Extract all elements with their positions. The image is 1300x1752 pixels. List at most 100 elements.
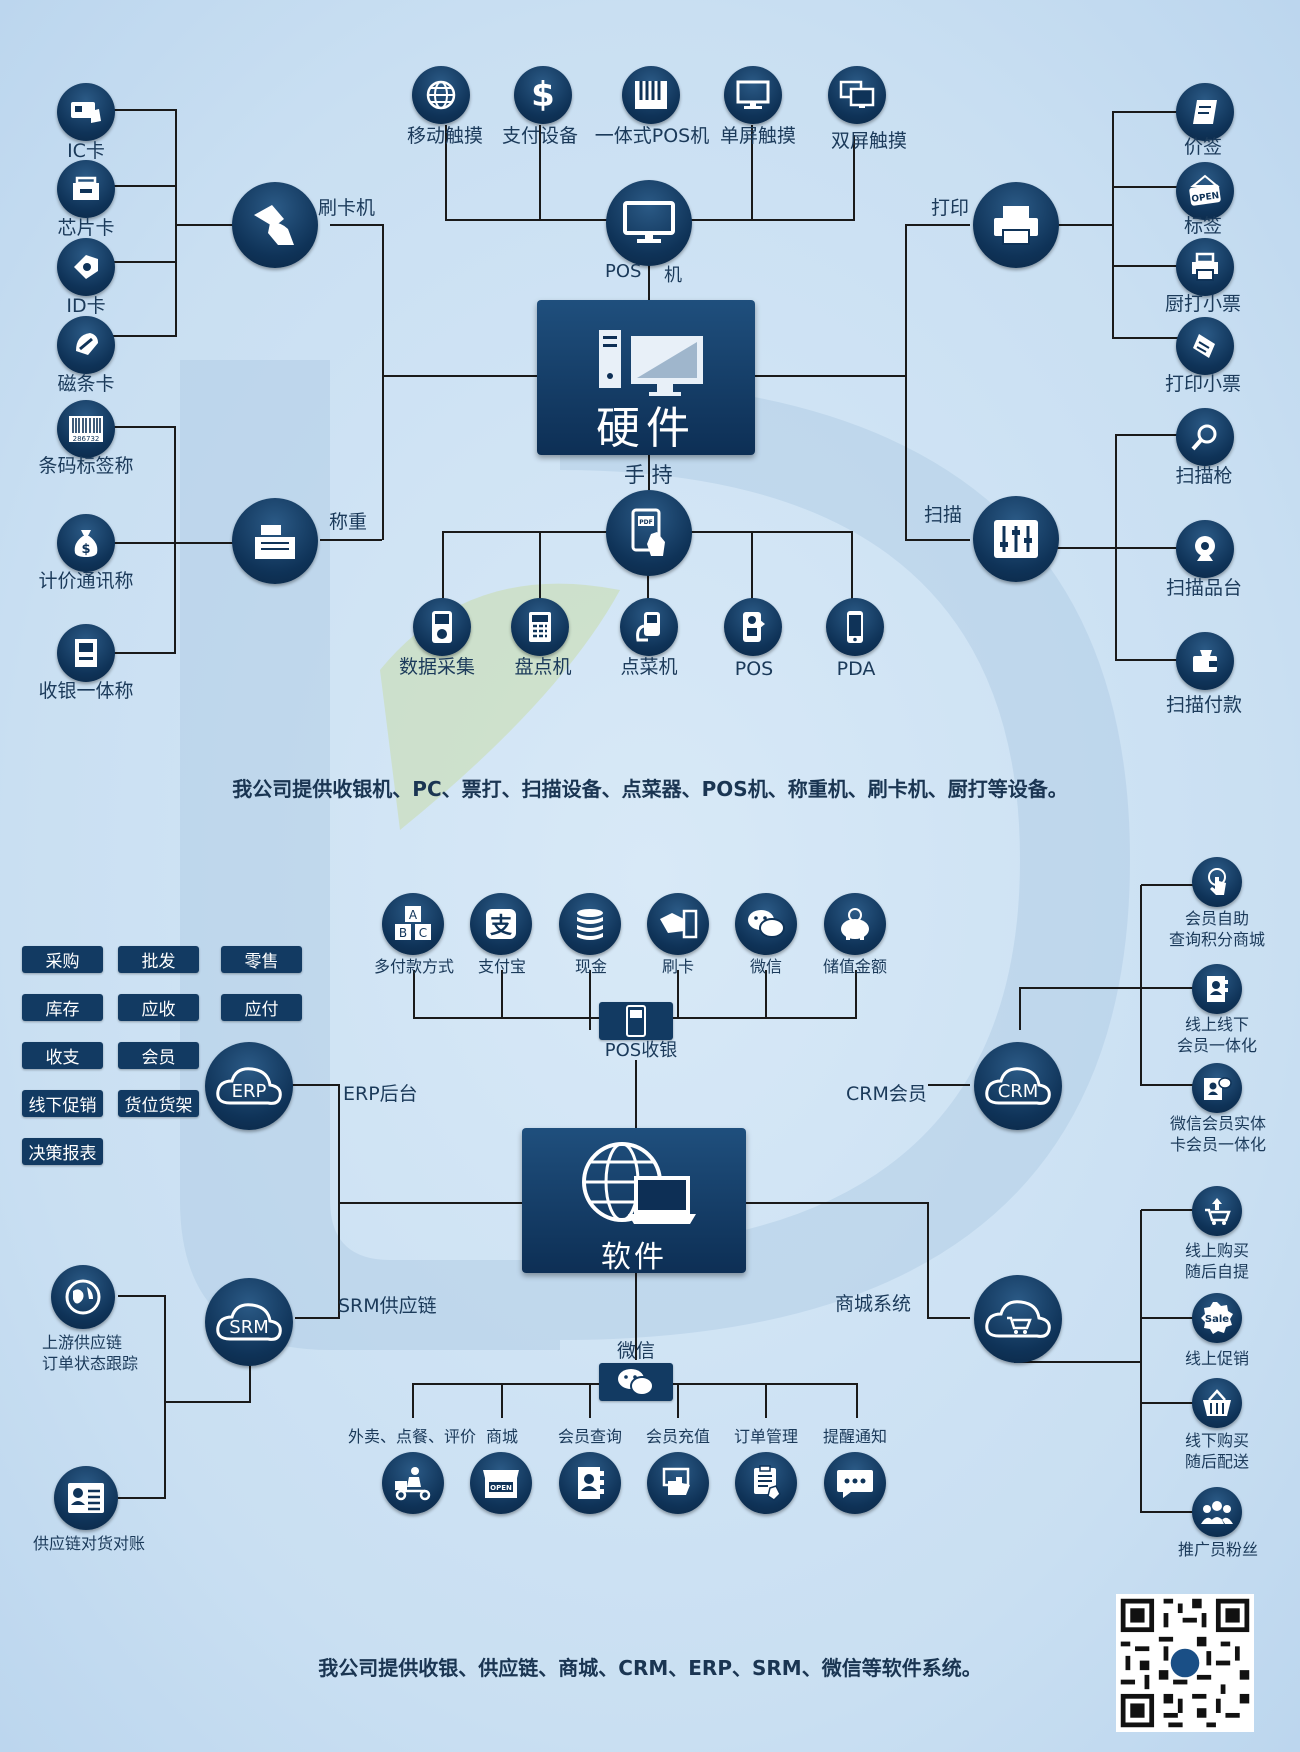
- payment-device-label: 支付设备: [501, 125, 579, 147]
- price-scale-label: 计价通讯称: [38, 570, 134, 592]
- globe-pin-icon: [65, 1279, 101, 1315]
- member-self-service-label-1: 会员自助: [1184, 909, 1250, 928]
- erp-module-retail[interactable]: 零售: [221, 946, 302, 973]
- atm-icon: [75, 639, 97, 667]
- hardware-center-label: 硬件: [596, 403, 696, 454]
- barcode-scale-node[interactable]: 286732: [57, 400, 115, 458]
- online-offline-member-node[interactable]: [1192, 964, 1242, 1014]
- printer-icon: [994, 206, 1038, 245]
- data-collect-node[interactable]: [413, 598, 471, 656]
- single-touch-node[interactable]: [724, 66, 782, 124]
- wechat-pay-node[interactable]: [735, 893, 797, 955]
- promoter-fans-node[interactable]: [1192, 1487, 1242, 1537]
- keyboard-icon: [635, 81, 667, 109]
- scanner-gun-node[interactable]: [1176, 408, 1234, 466]
- handheld-node[interactable]: PDF: [606, 490, 692, 576]
- pos-machine-node[interactable]: [606, 180, 692, 266]
- kitchen-receipt-node[interactable]: [1176, 238, 1234, 296]
- print-receipt-node[interactable]: [1176, 317, 1234, 375]
- buy-online-pickup-node[interactable]: [1192, 1186, 1242, 1236]
- member-recharge-node[interactable]: [647, 1452, 709, 1514]
- scan-platform-node[interactable]: [1176, 520, 1234, 578]
- online-promo-label: 线上促销: [1184, 1349, 1250, 1368]
- order-manage-node[interactable]: [735, 1452, 797, 1514]
- magnifier-icon: [1191, 424, 1217, 451]
- reminder-node[interactable]: [824, 1452, 886, 1514]
- erp-module-purchase[interactable]: 采购: [22, 946, 103, 973]
- pda-label: PDA: [836, 658, 876, 680]
- pos-cashier-node[interactable]: [599, 1002, 673, 1040]
- erp-module-reports[interactable]: 决策报表: [22, 1138, 103, 1165]
- takeout-node[interactable]: [382, 1452, 444, 1514]
- all-in-one-pos-node[interactable]: [622, 66, 680, 124]
- cash-scale-node[interactable]: [57, 624, 115, 682]
- stored-value-node[interactable]: [824, 893, 886, 955]
- erp-module-shelf[interactable]: 货位货架: [118, 1090, 199, 1117]
- chip-card-node[interactable]: [57, 160, 115, 218]
- erp-module-finance[interactable]: 收支: [22, 1042, 103, 1069]
- print-node[interactable]: [973, 182, 1059, 268]
- open-sign-icon: OPEN: [1189, 174, 1221, 206]
- dual-touch-node[interactable]: [828, 66, 886, 124]
- scan-payment-node[interactable]: [1176, 632, 1234, 690]
- magstripe-card-node[interactable]: [57, 316, 115, 374]
- block-a: A: [409, 908, 418, 922]
- erp-label: ERP后台: [343, 1083, 418, 1105]
- card-reader-node[interactable]: [232, 182, 318, 268]
- crm-label: CRM会员: [846, 1083, 927, 1105]
- srm-node[interactable]: SRM: [205, 1278, 293, 1366]
- id-card-node[interactable]: [57, 238, 115, 296]
- card-reader-label: 刷卡机: [318, 197, 376, 219]
- upstream-supply-label-2: 订单状态跟踪: [41, 1354, 139, 1373]
- calculator-icon: [529, 612, 551, 642]
- mall-node[interactable]: [974, 1275, 1062, 1363]
- promoter-fans-label: 推广员粉丝: [1177, 1540, 1259, 1559]
- upstream-supply-node[interactable]: [51, 1265, 115, 1329]
- erp-node[interactable]: ERP: [205, 1042, 293, 1130]
- scan-node[interactable]: [973, 496, 1059, 582]
- card-pay-node[interactable]: [647, 893, 709, 955]
- hand-card-icon: [76, 333, 98, 355]
- label-node[interactable]: OPEN: [1176, 162, 1234, 220]
- wechat-member-node[interactable]: [1192, 1063, 1242, 1113]
- member-query-node[interactable]: [559, 1452, 621, 1514]
- erp-module-member[interactable]: 会员: [118, 1042, 199, 1069]
- qr-code: [1116, 1594, 1254, 1732]
- cash-node[interactable]: [559, 893, 621, 955]
- erp-module-stock[interactable]: 库存: [22, 994, 103, 1021]
- member-self-service-node[interactable]: [1192, 857, 1242, 907]
- crm-node[interactable]: CRM: [974, 1042, 1062, 1130]
- cart-upload-icon: [1205, 1198, 1231, 1225]
- buy-offline-delivery-node[interactable]: [1192, 1378, 1242, 1428]
- webcam-icon: [1195, 536, 1215, 561]
- erp-module-wholesale[interactable]: 批发: [118, 946, 199, 973]
- member-card-icon: [1204, 1077, 1232, 1100]
- pda-node[interactable]: [826, 598, 884, 656]
- alipay-node[interactable]: 支: [470, 893, 532, 955]
- wechat-icon: [748, 910, 785, 938]
- wechat-node[interactable]: [599, 1363, 673, 1401]
- globe-icon: [426, 80, 456, 110]
- buy-offline-delivery-label-1: 线下购买: [1184, 1431, 1250, 1450]
- online-promo-node[interactable]: Sale: [1192, 1293, 1242, 1343]
- dual-touch-label: 双屏触摸: [830, 130, 908, 152]
- group-icon: [1201, 1501, 1233, 1524]
- handheld-pos-node[interactable]: [724, 598, 782, 656]
- order-device-node[interactable]: [620, 598, 678, 656]
- mobile-touch-node[interactable]: [412, 66, 470, 124]
- wechat-mall-node[interactable]: OPEN: [470, 1452, 532, 1514]
- price-tag-node[interactable]: [1176, 83, 1234, 141]
- price-scale-node[interactable]: $: [57, 514, 115, 572]
- payment-device-node[interactable]: $: [514, 66, 572, 124]
- scale-node[interactable]: [232, 498, 318, 584]
- erp-module-payable[interactable]: 应付: [221, 994, 302, 1021]
- erp-cloud-icon: ERP: [216, 1067, 282, 1105]
- inventory-device-node[interactable]: [511, 598, 569, 656]
- supply-reconcile-node[interactable]: [54, 1466, 118, 1530]
- ic-card-node[interactable]: [57, 83, 115, 141]
- erp-module-receivable[interactable]: 应收: [118, 994, 199, 1021]
- sale-badge-text: Sale: [1205, 1314, 1229, 1325]
- svg-text:$: $: [81, 542, 90, 557]
- erp-module-offline-promo[interactable]: 线下促销: [22, 1090, 103, 1117]
